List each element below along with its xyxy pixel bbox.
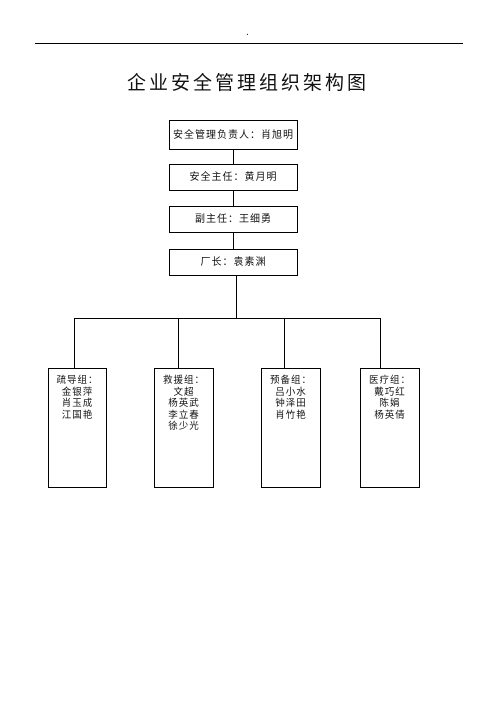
connector-branch bbox=[178, 318, 179, 368]
team-name: 疏导组： bbox=[56, 375, 99, 386]
team-member: 钟泽田 bbox=[275, 398, 307, 409]
org-box-label: 安全主任：黄月明 bbox=[189, 172, 278, 183]
team-name: 预备组： bbox=[269, 375, 312, 386]
connector-trunk bbox=[236, 276, 237, 319]
team-box-evacuation: 疏导组： 金银萍 肖玉成 江国艳 bbox=[48, 368, 107, 488]
team-box-rescue: 救援组： 文超 杨英武 李立春 徐少光 bbox=[154, 368, 214, 488]
team-member: 金银萍 bbox=[61, 386, 94, 398]
connector-line bbox=[233, 233, 234, 249]
team-member: 吕小水 bbox=[275, 386, 307, 398]
team-member: 肖竹艳 bbox=[275, 409, 307, 421]
page-title: 企业安全管理组织架构图 bbox=[126, 72, 369, 94]
org-box-safety-director: 安全主任：黄月明 bbox=[169, 164, 298, 191]
team-member: 李立春 bbox=[168, 409, 200, 421]
org-box-label: 厂长：袁素渊 bbox=[200, 257, 267, 268]
team-member: 杨英倩 bbox=[374, 409, 406, 421]
team-member: 徐少光 bbox=[168, 421, 200, 432]
team-member: 文超 bbox=[173, 386, 195, 398]
header-mark: . bbox=[246, 28, 249, 38]
connector-line bbox=[233, 191, 234, 206]
team-member: 戴巧红 bbox=[374, 386, 406, 398]
team-member: 江国艳 bbox=[61, 409, 94, 421]
team-member: 杨英武 bbox=[168, 398, 200, 409]
team-box-reserve: 预备组： 吕小水 钟泽田 肖竹艳 bbox=[261, 368, 321, 488]
connector-branch bbox=[380, 318, 381, 368]
org-box-factory-manager: 厂长：袁素渊 bbox=[169, 249, 298, 276]
org-box-label: 安全管理负责人：肖旭明 bbox=[173, 129, 294, 141]
team-box-medical: 医疗组： 戴巧红 陈娟 杨英倩 bbox=[360, 368, 420, 488]
connector-branch bbox=[284, 318, 285, 368]
connector-bus bbox=[74, 318, 381, 319]
org-box-label: 副主任：王细勇 bbox=[195, 214, 272, 225]
org-box-safety-head: 安全管理负责人：肖旭明 bbox=[169, 120, 298, 150]
team-name: 救援组： bbox=[162, 375, 205, 386]
connector-branch bbox=[74, 318, 75, 368]
team-member: 肖玉成 bbox=[61, 398, 94, 409]
team-name: 医疗组： bbox=[368, 375, 411, 386]
header-rule bbox=[35, 43, 463, 44]
org-box-deputy-director: 副主任：王细勇 bbox=[169, 206, 298, 233]
connector-line bbox=[233, 150, 234, 164]
team-member: 陈娟 bbox=[379, 398, 401, 409]
